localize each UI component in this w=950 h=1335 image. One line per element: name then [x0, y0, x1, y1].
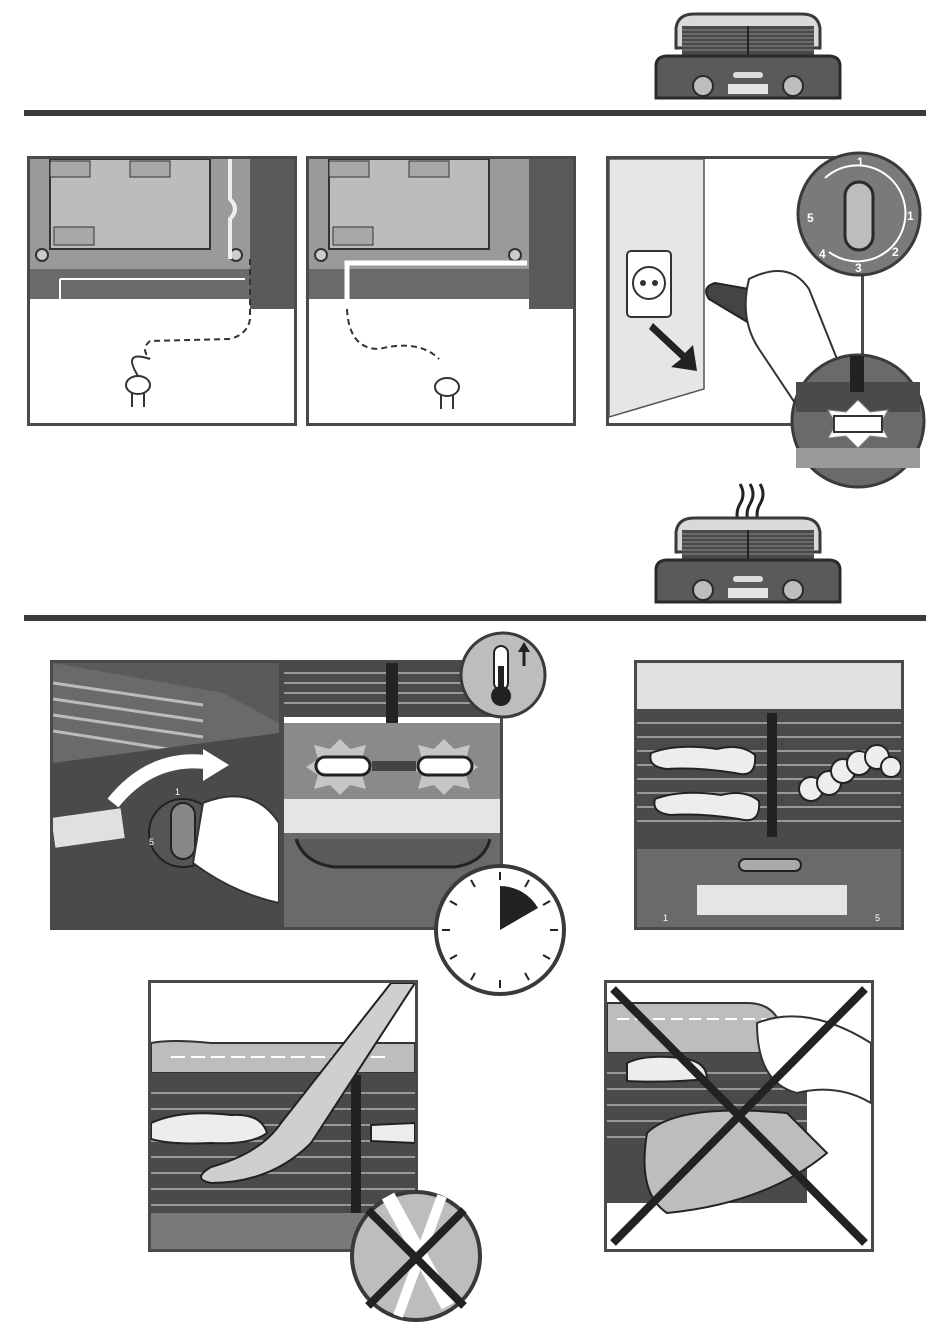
wall-socket-icon	[627, 251, 671, 317]
dial-small-label-5: 5	[149, 837, 154, 847]
section-divider-2	[24, 615, 926, 621]
food-on-grill-panel: 1 5	[634, 660, 904, 930]
dial-label-2: 2	[892, 245, 899, 259]
grill-appliance-icon	[648, 8, 848, 104]
grill-panel-label-1: 1	[663, 913, 668, 923]
no-metal-utensils-icon	[348, 1186, 484, 1326]
section-divider	[24, 110, 926, 116]
thermometer-icon	[458, 630, 548, 720]
cord-storage-panel-left	[27, 156, 297, 426]
do-not-lift-panel	[604, 980, 874, 1252]
grill-appliance-top	[648, 8, 848, 104]
dial-label-1: 1	[907, 209, 914, 223]
cord-storage-panel-right	[306, 156, 576, 426]
dial-small-label-1: 1	[175, 787, 180, 797]
grill-heating	[648, 478, 848, 608]
dial-label-4: 4	[819, 247, 826, 261]
dial-label-top: 1	[857, 155, 864, 169]
grill-panel-label-5: 5	[875, 913, 880, 923]
timer-icon	[432, 862, 568, 998]
turn-dial-panel: 1 5	[50, 660, 282, 930]
temperature-dial: 1 1 2 3 4 5	[795, 148, 923, 278]
dial-label-3: 3	[855, 261, 862, 275]
indicator-light-zoom	[788, 352, 928, 490]
dial-label-5: 5	[807, 211, 814, 225]
